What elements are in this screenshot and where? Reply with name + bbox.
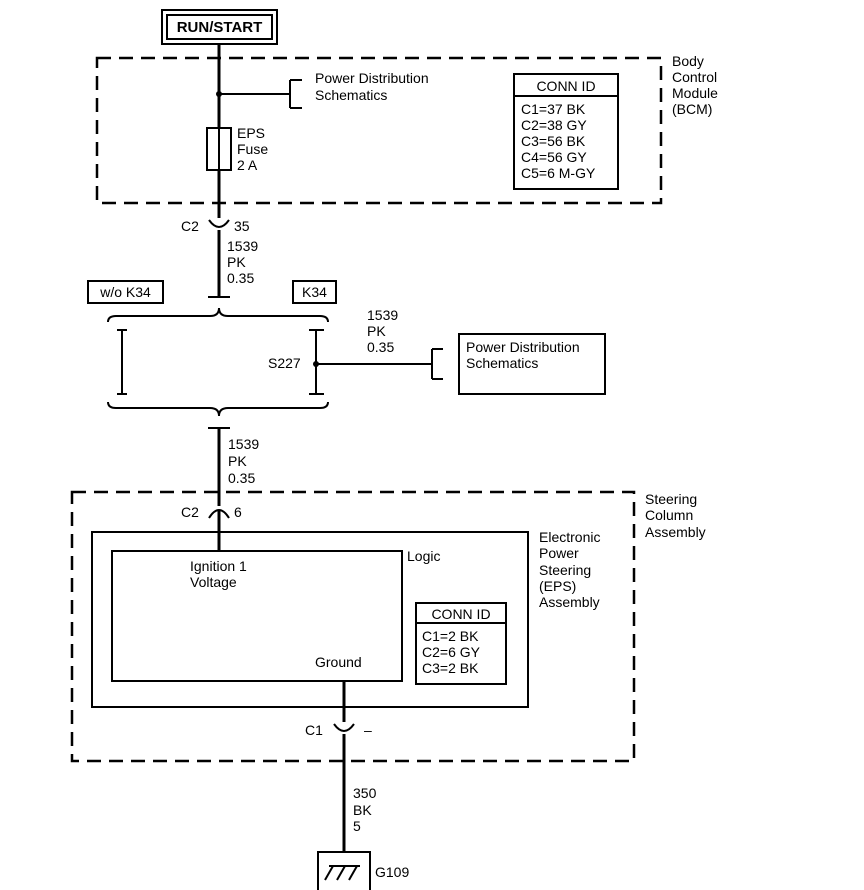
svg-text:Power Distribution: Power Distribution: [315, 70, 429, 86]
svg-text:1539: 1539: [228, 436, 259, 452]
eps-logic-box: [111, 550, 403, 682]
svg-text:5: 5: [353, 818, 361, 834]
svg-text:PK: PK: [227, 254, 246, 270]
ground-symbol: G109: [317, 851, 409, 890]
svg-text:C5=6 M-GY: C5=6 M-GY: [521, 165, 596, 181]
svg-text:S227: S227: [268, 355, 301, 371]
svg-text:Control: Control: [672, 69, 717, 85]
svg-text:(BCM): (BCM): [672, 101, 712, 117]
svg-text:C1: C1: [305, 722, 323, 738]
svg-text:C2: C2: [181, 218, 199, 234]
connector-c1: C1 –: [305, 722, 372, 738]
svg-text:1539: 1539: [227, 238, 258, 254]
svg-text:C2=38 GY: C2=38 GY: [521, 117, 587, 133]
svg-text:Steering: Steering: [645, 491, 697, 507]
power-dist-box: Power Distribution Schematics: [458, 333, 606, 395]
svg-text:Schematics: Schematics: [466, 355, 538, 371]
connector-c2-6: C2 6: [181, 504, 242, 520]
svg-text:C1=37 BK: C1=37 BK: [521, 101, 586, 117]
svg-text:EPS: EPS: [237, 125, 265, 141]
svg-text:0.35: 0.35: [367, 339, 394, 355]
splice-s227: S227: [268, 355, 319, 371]
steering-column-name: Steering Column Assembly: [645, 491, 706, 540]
wire1-label: 1539 PK 0.35: [227, 238, 258, 286]
svg-text:C2=6 GY: C2=6 GY: [422, 644, 481, 660]
connector-c2-35: C2 35: [181, 218, 250, 234]
svg-text:Power Distribution: Power Distribution: [466, 339, 580, 355]
eps-conn-id-table: CONN ID C1=2 BK C2=6 GY C3=2 BK: [415, 602, 507, 685]
svg-text:PK: PK: [228, 453, 247, 469]
svg-text:Power: Power: [539, 545, 579, 561]
svg-text:C4=56 GY: C4=56 GY: [521, 149, 587, 165]
svg-text:Schematics: Schematics: [315, 87, 387, 103]
eps-assembly-name: Electronic Power Steering (EPS) Assembly: [539, 529, 600, 610]
svg-text:C3=2 BK: C3=2 BK: [422, 660, 479, 676]
svg-text:C1=2 BK: C1=2 BK: [422, 628, 479, 644]
bcm-conn-id-table: CONN ID C1=37 BK C2=38 GY C3=56 BK C4=56…: [513, 73, 619, 190]
svg-text:BK: BK: [353, 802, 372, 818]
power-source-box: RUN/START: [161, 9, 278, 45]
power-source-label: RUN/START: [177, 19, 263, 36]
svg-text:C3=56 BK: C3=56 BK: [521, 133, 586, 149]
svg-text:(EPS): (EPS): [539, 578, 576, 594]
eps-fuse: EPS Fuse 2 A: [206, 125, 268, 173]
option-brace-top: [107, 307, 329, 323]
option-without-k34: w/o K34: [87, 280, 164, 304]
svg-text:1539: 1539: [367, 307, 398, 323]
bcm-name: Body Control Module (BCM): [672, 53, 718, 117]
svg-text:Module: Module: [672, 85, 718, 101]
bcm-power-dist-ref: Power Distribution Schematics: [216, 70, 429, 109]
svg-text:Steering: Steering: [539, 562, 591, 578]
ground-id-label: G109: [375, 864, 409, 880]
wire-splice-label: 1539 PK 0.35: [367, 307, 398, 355]
svg-text:Electronic: Electronic: [539, 529, 600, 545]
eps-ignition-label-2: Voltage: [190, 574, 237, 590]
svg-text:CONN ID: CONN ID: [536, 78, 595, 94]
svg-text:0.35: 0.35: [227, 270, 254, 286]
svg-text:Body: Body: [672, 53, 704, 69]
svg-text:2 A: 2 A: [237, 157, 258, 173]
steering-column-boundary: [70, 490, 636, 763]
eps-assembly-box: [91, 531, 529, 708]
eps-ground-label: Ground: [315, 654, 362, 670]
bracket-left: [117, 329, 127, 395]
option-with-k34: K34: [292, 280, 337, 304]
bcm-boundary: [95, 56, 663, 205]
svg-text:CONN ID: CONN ID: [431, 606, 490, 622]
svg-text:Assembly: Assembly: [539, 594, 600, 610]
svg-text:K34: K34: [302, 284, 327, 300]
svg-text:C2: C2: [181, 504, 199, 520]
svg-text:6: 6: [234, 504, 242, 520]
svg-text:0.35: 0.35: [228, 470, 255, 486]
svg-text:–: –: [364, 722, 372, 738]
svg-text:PK: PK: [367, 323, 386, 339]
svg-text:350: 350: [353, 785, 377, 801]
wire2-label: 1539 PK 0.35: [228, 436, 259, 486]
eps-logic-label: Logic: [407, 548, 440, 564]
svg-text:Fuse: Fuse: [237, 141, 268, 157]
svg-text:Column: Column: [645, 507, 693, 523]
svg-text:35: 35: [234, 218, 250, 234]
eps-ignition-label: Ignition 1: [190, 558, 247, 574]
svg-text:Assembly: Assembly: [645, 524, 706, 540]
option-brace-bottom: [107, 401, 329, 417]
wire3-label: 350 BK 5: [353, 785, 377, 834]
svg-text:w/o K34: w/o K34: [99, 284, 151, 300]
